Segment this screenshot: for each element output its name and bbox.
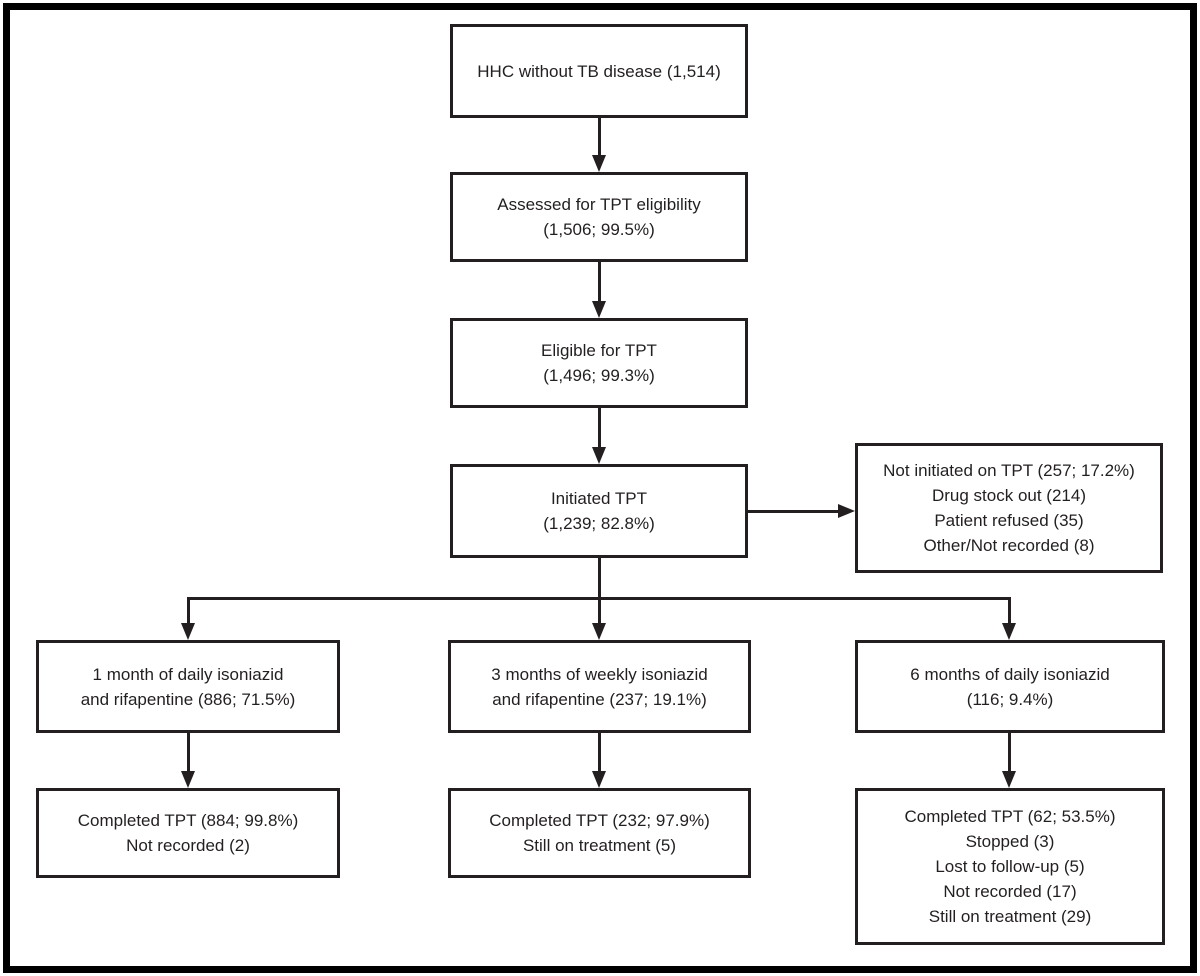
flow-box-outcome-1hp: Completed TPT (884; 99.8%) Not recorded … xyxy=(36,788,340,878)
box-line: Eligible for TPT xyxy=(541,341,657,360)
box-line: and rifapentine (886; 71.5%) xyxy=(80,689,296,709)
arrow-down-icon xyxy=(592,447,606,464)
box-line: Patient refused (35) xyxy=(934,511,1084,530)
box-line: 6 months of daily isoniazid xyxy=(910,664,1110,684)
arrow-regimen1-to-outcome1-line xyxy=(187,733,190,772)
arrow-down-icon xyxy=(592,155,606,172)
arrow-initiated-to-not-initiated-line xyxy=(748,510,839,513)
flow-box-assessed-for-tpt: Assessed for TPT eligibility (1,506; 99.… xyxy=(450,172,748,262)
arrow-regimen2-to-outcome2-line xyxy=(598,733,601,772)
box-line: Still on treatment (29) xyxy=(928,907,1092,926)
box-line: Assessed for TPT eligibility xyxy=(497,195,701,214)
arrow-down-icon xyxy=(592,771,606,788)
box-line: (1,239; 82.8%) xyxy=(543,514,655,533)
arrow-regimen3-to-outcome3-line xyxy=(1008,733,1011,772)
box-line: Initiated TPT xyxy=(550,489,648,508)
arrow-down-icon xyxy=(592,623,606,640)
box-line: and rifapentine (237; 19.1%) xyxy=(492,689,707,709)
arrow-eligible-to-initiated-line xyxy=(598,408,601,450)
page-border-frame xyxy=(3,3,1197,973)
box-line: Completed TPT (232; 97.9%) xyxy=(489,811,710,830)
arrow-down-icon xyxy=(181,623,195,640)
flow-box-not-initiated: Not initiated on TPT (257; 17.2%) Drug s… xyxy=(855,443,1163,573)
flow-box-hhc-without-tb: HHC without TB disease (1,514) xyxy=(450,24,748,118)
box-line: Not recorded (2) xyxy=(126,836,250,855)
box-line: Completed TPT (884; 99.8%) xyxy=(77,811,299,830)
arrow-hhc-to-assessed-line xyxy=(598,118,601,158)
box-line: Lost to follow-up (5) xyxy=(935,857,1085,876)
arrow-down-icon xyxy=(1002,771,1016,788)
arrow-right-icon xyxy=(838,504,855,518)
flow-box-outcome-6h: Completed TPT (62; 53.5%) Stopped (3) Lo… xyxy=(855,788,1165,945)
arrow-assessed-to-eligible-line xyxy=(598,262,601,304)
box-line: Not initiated on TPT (257; 17.2%) xyxy=(883,461,1135,480)
box-line: Completed TPT (62; 53.5%) xyxy=(904,807,1116,826)
box-line: (1,496; 99.3%) xyxy=(543,366,655,385)
box-line: Not recorded (17) xyxy=(943,882,1077,901)
box-line: HHC without TB disease (1,514) xyxy=(477,61,721,81)
box-line: Drug stock out (214) xyxy=(931,486,1086,505)
flow-box-initiated-tpt: Initiated TPT (1,239; 82.8%) xyxy=(450,464,748,558)
flow-box-regimen-3hp: 3 months of weekly isoniazid and rifapen… xyxy=(448,640,751,733)
box-line: 1 month of daily isoniazid xyxy=(92,664,284,684)
flow-box-outcome-3hp: Completed TPT (232; 97.9%) Still on trea… xyxy=(448,788,751,878)
arrow-down-icon xyxy=(1002,623,1016,640)
box-line: (116; 9.4%) xyxy=(966,689,1054,709)
flow-box-regimen-6h: 6 months of daily isoniazid (116; 9.4%) xyxy=(855,640,1165,733)
box-line: Still on treatment (5) xyxy=(522,836,677,855)
flow-box-regimen-1hp: 1 month of daily isoniazid and rifapenti… xyxy=(36,640,340,733)
branch-left-drop-line xyxy=(187,597,190,624)
flow-box-eligible-for-tpt: Eligible for TPT (1,496; 99.3%) xyxy=(450,318,748,408)
box-line: (1,506; 99.5%) xyxy=(543,220,655,239)
branch-right-drop-line xyxy=(1008,597,1011,624)
box-line: Other/Not recorded (8) xyxy=(923,536,1095,555)
arrow-down-icon xyxy=(181,771,195,788)
branch-stem-line xyxy=(598,558,601,624)
box-line: 3 months of weekly isoniazid xyxy=(491,664,708,684)
arrow-down-icon xyxy=(592,301,606,318)
box-line: Stopped (3) xyxy=(965,832,1055,851)
branch-horizontal-line xyxy=(187,597,1011,600)
